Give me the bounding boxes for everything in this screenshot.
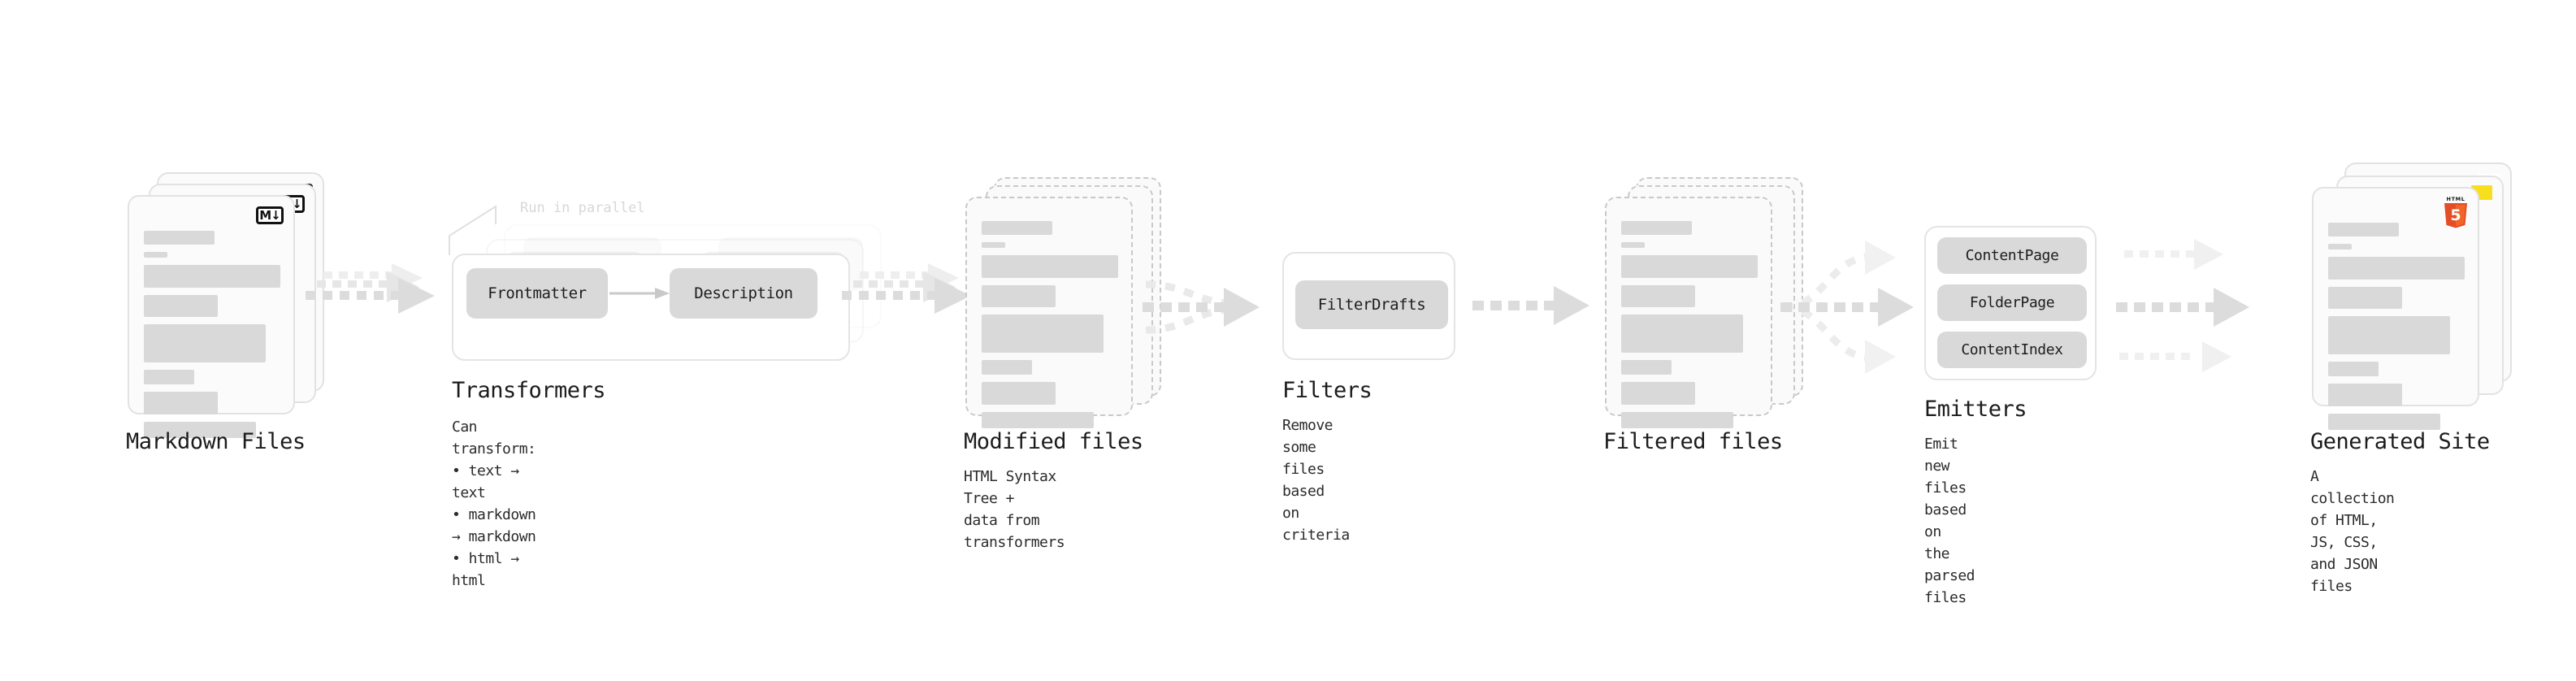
stage-subtitle-transformers: Can transform: • text → text • markdown … [452, 419, 536, 589]
file-skeleton-bars [144, 231, 280, 445]
arrow-emitters-to-site [2116, 239, 2249, 372]
skeleton-bar [144, 370, 195, 384]
skeleton-bar [144, 392, 218, 414]
run-in-parallel-label: Run in parallel [520, 200, 645, 216]
skeleton-bar [982, 314, 1104, 353]
file-skeleton-bars [1621, 221, 1758, 436]
svg-text:5: 5 [2450, 206, 2461, 224]
arrow-filtered-to-emitters [1780, 241, 1914, 374]
transformer-inner-arrow [609, 288, 670, 299]
svg-text:HTML: HTML [2447, 196, 2465, 202]
stage-title-modified-files: Modified files [964, 429, 1143, 454]
emitter-chip-folderpage: FolderPage [1937, 284, 2087, 321]
skeleton-bar [1621, 382, 1695, 405]
stage-subtitle-filters: Remove some files based on criteria [1282, 417, 1350, 544]
stage-subtitle-generated-site: A collection of HTML, JS, CSS, and JSON … [2310, 468, 2395, 595]
skeleton-bar [1621, 412, 1733, 428]
markdown-icon: M↓ [256, 206, 284, 224]
skeleton-bar [144, 252, 167, 258]
emitters-group-box: ContentPage FolderPage ContentIndex [1924, 226, 2097, 380]
skeleton-bar [1621, 242, 1645, 248]
skeleton-bar [144, 422, 256, 438]
skeleton-bar [144, 231, 215, 245]
skeleton-bar [2328, 287, 2402, 309]
stage-subtitle-emitters: Emit new files based on the parsed files [1924, 436, 1975, 606]
skeleton-bar [2328, 362, 2379, 376]
skeleton-bar [982, 382, 1056, 405]
arrow-filters-to-filtered [1472, 286, 1589, 325]
filter-chip-filterdrafts: FilterDrafts [1295, 280, 1448, 329]
skeleton-bar [982, 255, 1118, 278]
html5-icon: HTML 5 [2442, 195, 2470, 228]
skeleton-bar [2328, 414, 2440, 430]
skeleton-bar [144, 295, 218, 317]
skeleton-bar [1621, 314, 1743, 353]
markdown-file-card-front: M↓ [128, 195, 295, 438]
file-skeleton-bars [982, 221, 1118, 436]
skeleton-bar [2328, 384, 2402, 406]
emitter-chip-contentpage: ContentPage [1937, 237, 2087, 274]
arrow-transformers-to-modified [842, 263, 971, 314]
filtered-file-card-front [1605, 197, 1772, 428]
skeleton-bar [2328, 244, 2352, 249]
skeleton-bar [1621, 285, 1695, 307]
skeleton-bar [2328, 257, 2465, 280]
skeleton-bar [1621, 221, 1693, 235]
stage-title-transformers: Transformers [452, 378, 606, 403]
modified-file-card-front [965, 197, 1133, 428]
skeleton-bar [1621, 360, 1672, 375]
arrow-markdown-to-transformers [306, 263, 435, 314]
stage-title-markdown-files: Markdown Files [126, 429, 306, 454]
filters-group-box: FilterDrafts [1282, 252, 1455, 360]
site-file-card-html: HTML 5 [2312, 187, 2479, 430]
emitter-chip-contentindex: ContentIndex [1937, 332, 2087, 368]
arrow-modified-to-filters [1143, 280, 1260, 334]
run-in-parallel-callout [449, 205, 497, 255]
stage-title-generated-site: Generated Site [2310, 429, 2490, 454]
skeleton-bar [982, 285, 1056, 307]
stage-title-filters: Filters [1282, 378, 1373, 403]
transformer-chip-frontmatter: Frontmatter [466, 268, 608, 319]
skeleton-bar [982, 221, 1053, 235]
file-skeleton-bars [2328, 223, 2465, 437]
skeleton-bar [982, 412, 1094, 428]
transformer-group-front: Frontmatter Description [452, 254, 850, 361]
skeleton-bar [982, 360, 1033, 375]
transformer-chip-description: Description [670, 268, 817, 319]
skeleton-bar [982, 242, 1005, 248]
stage-title-emitters: Emitters [1924, 397, 2027, 422]
skeleton-bar [144, 265, 280, 288]
skeleton-bar [1621, 255, 1758, 278]
stage-subtitle-modified-files: HTML Syntax Tree + data from transformer… [964, 468, 1065, 551]
skeleton-bar [2328, 316, 2450, 354]
skeleton-bar [2328, 223, 2400, 236]
skeleton-bar [144, 324, 266, 362]
stage-title-filtered-files: Filtered files [1603, 429, 1783, 454]
